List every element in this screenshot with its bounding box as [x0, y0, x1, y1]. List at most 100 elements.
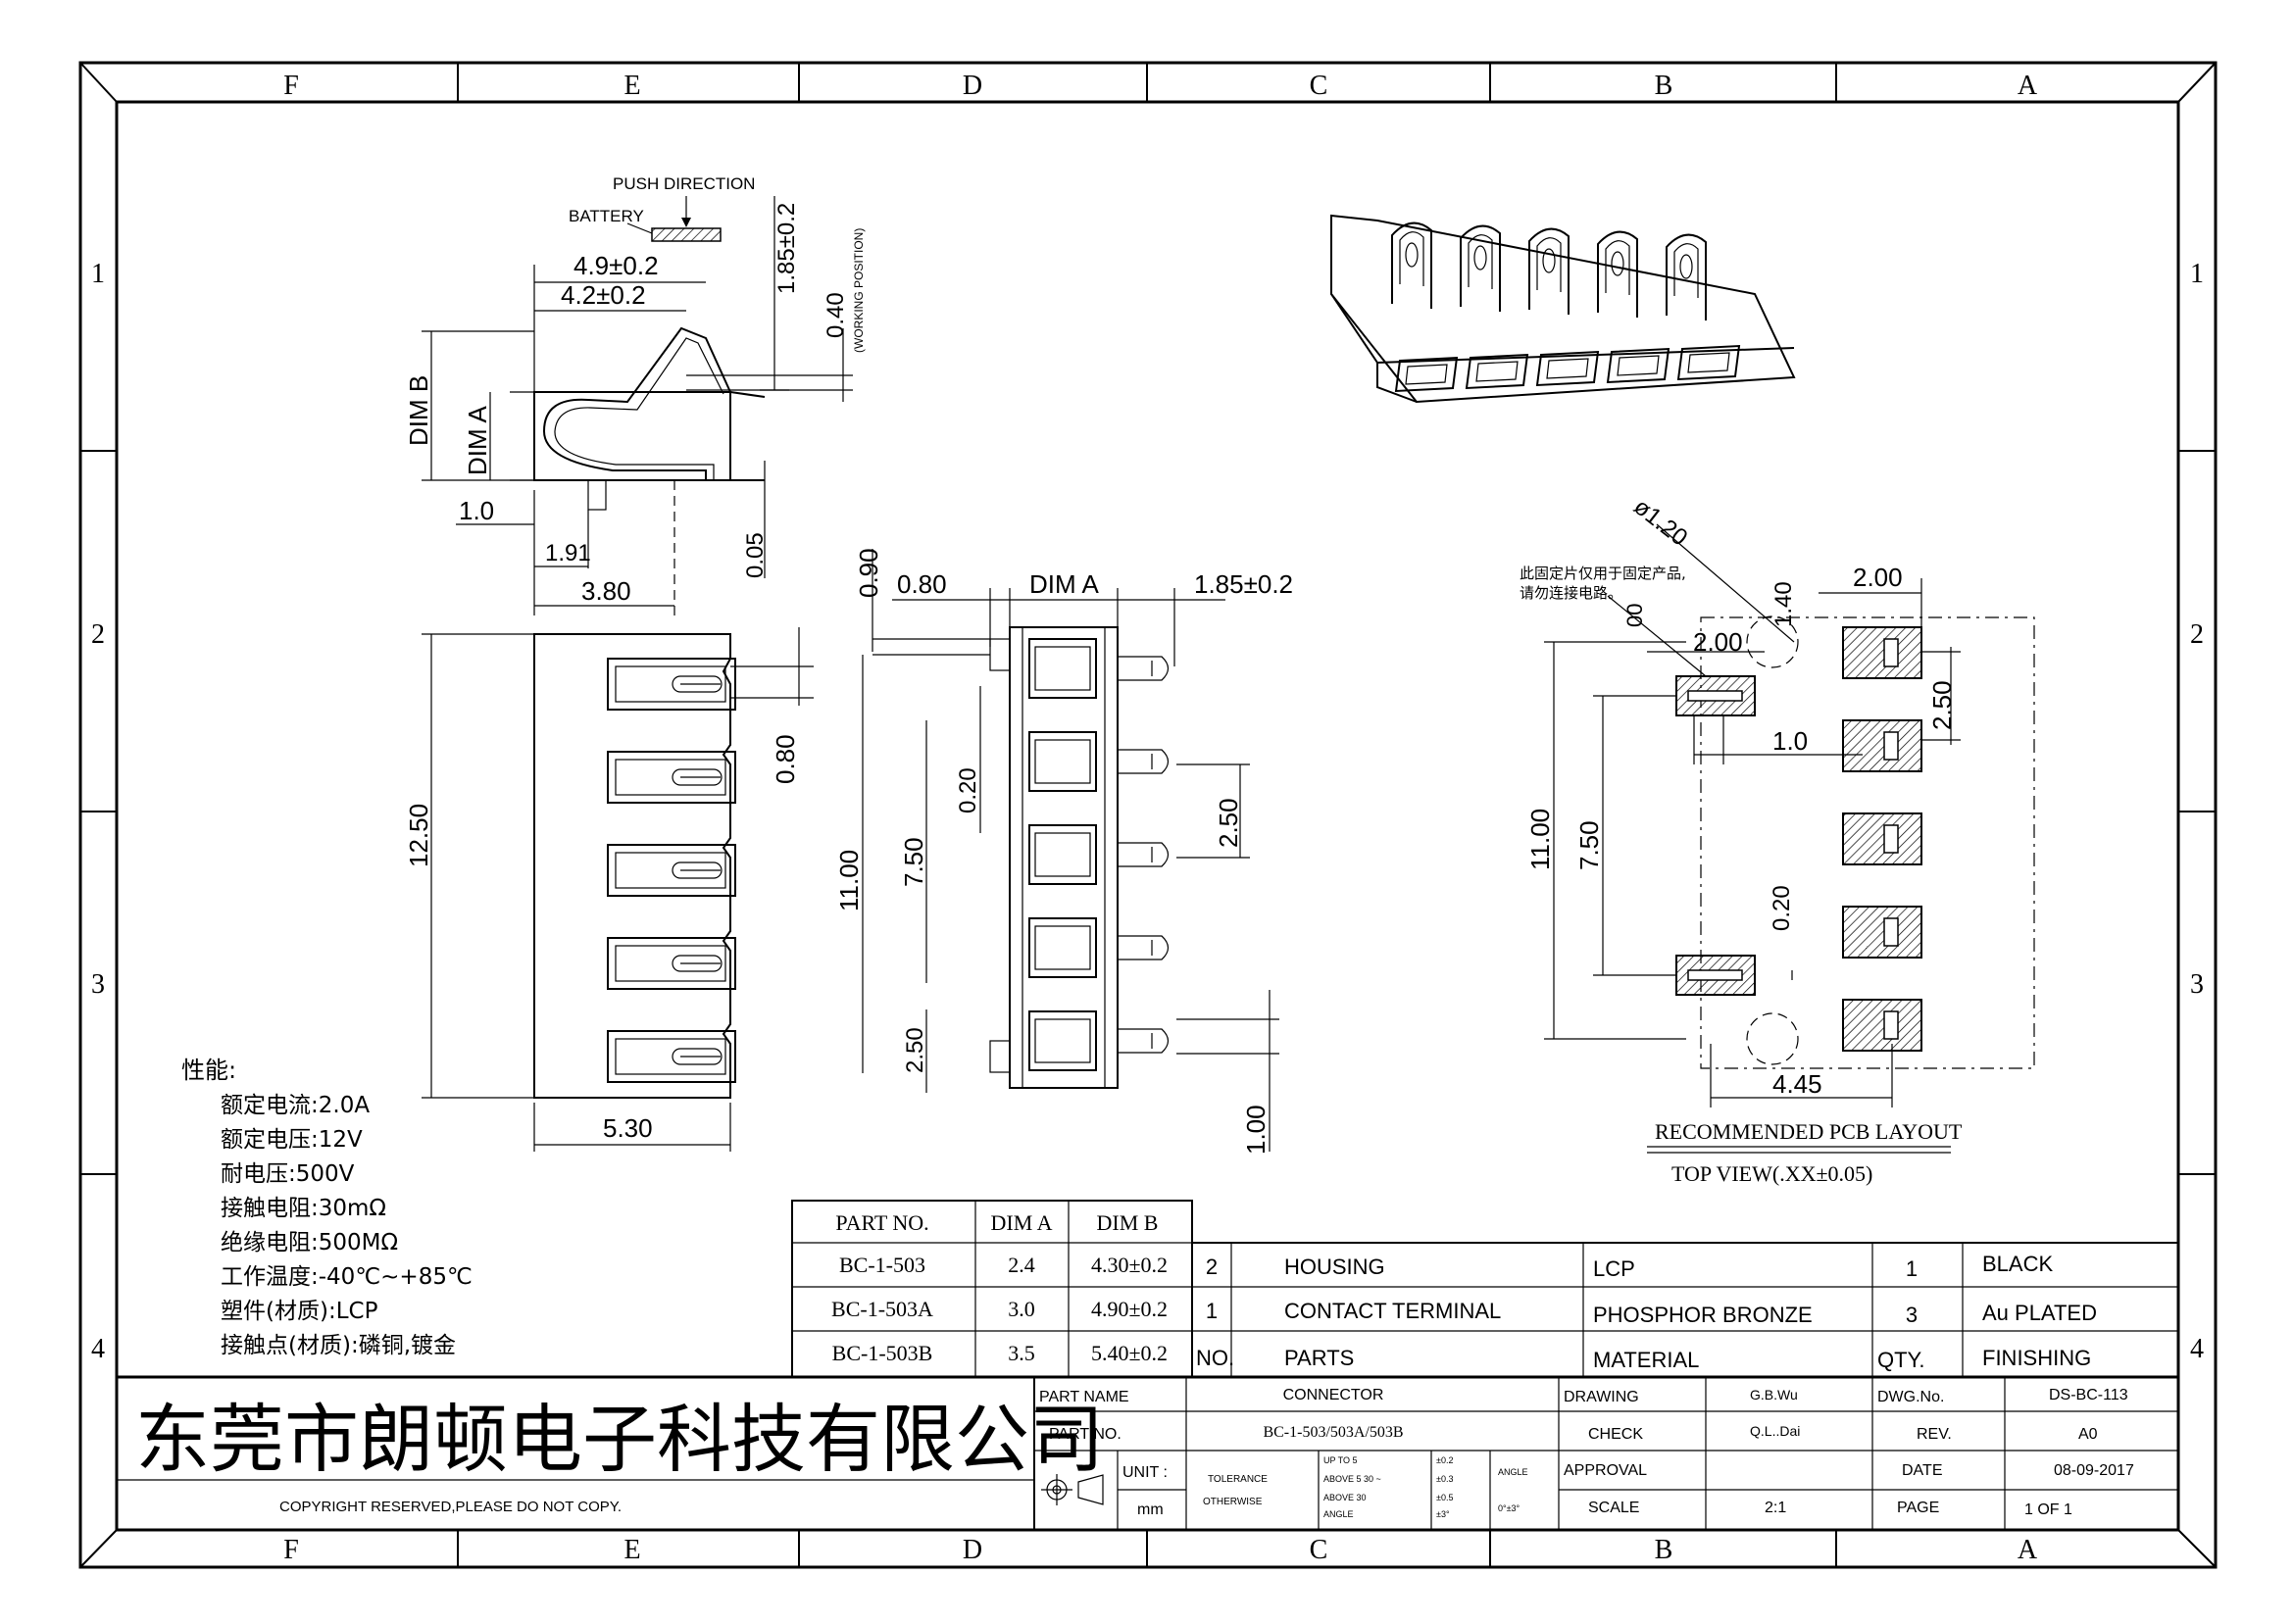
title-block: 东莞市朗顿电子科技有限公司 COPYRIGHT RESERVED,PLEASE … — [115, 1375, 2180, 1532]
zone-label-bottom-b: B — [1655, 1535, 1673, 1565]
dim-185-front: 1.85±0.2 — [1194, 569, 1293, 599]
pcb-pad — [1842, 626, 1922, 679]
bom-finish: Au PLATED — [1982, 1301, 2097, 1325]
front-contact-inner — [1034, 832, 1091, 877]
pcb-pad — [1842, 719, 1922, 772]
dim-200-top-pcb: 2.00 — [1853, 563, 1903, 592]
contact-inner — [615, 945, 726, 982]
dwg-no-label: DWG.No. — [1877, 1389, 1944, 1405]
part-table-cell: BC-1-503 — [839, 1253, 925, 1277]
pcb-pad-slot — [1883, 917, 1899, 947]
part-table-cell: 4.90±0.2 — [1091, 1297, 1168, 1321]
zone-labels-top: F E D C B A — [283, 71, 2038, 101]
iso-contact-slot — [1405, 242, 1419, 268]
dim-191-side: 1.91 — [545, 540, 591, 566]
dim-750-pcb: 7.50 — [1574, 820, 1604, 870]
spec-line: 额定电流:2.0A — [221, 1093, 370, 1118]
iso-contact — [1391, 221, 1432, 309]
scale-label: SCALE — [1588, 1500, 1639, 1516]
zone-label-left-4: 4 — [91, 1334, 105, 1364]
battery-block — [651, 227, 722, 242]
spec-line: 工作温度:-40℃~+85℃ — [221, 1264, 473, 1290]
company-name: 东莞市朗顿电子科技有限公司 — [135, 1396, 1104, 1483]
bom-header-no: NO. — [1196, 1346, 1234, 1370]
rev-value: A0 — [2078, 1426, 2098, 1443]
dim-1100-pcb: 11.00 — [1525, 809, 1555, 870]
zone-label-bottom-c: C — [1310, 1535, 1328, 1565]
contact-slot — [672, 768, 723, 786]
otherwise-label: OTHERWISE — [1203, 1497, 1263, 1507]
iso-contact — [1597, 230, 1638, 318]
dim-750-front: 7.50 — [899, 837, 928, 887]
bom-material: PHOSPHOR BRONZE — [1593, 1303, 1813, 1327]
front-contact-window — [1028, 731, 1097, 792]
iso-contact-inner — [1468, 234, 1493, 289]
top-view-housing — [533, 633, 731, 1099]
scale-value: 2:1 — [1765, 1500, 1786, 1516]
top-view: 12.50 0.80 5.30 — [404, 627, 814, 1152]
zone-label-top-e: E — [623, 71, 640, 101]
iso-contact-slot — [1542, 248, 1556, 273]
dim-00-pcb: 00 — [1622, 604, 1647, 627]
dim-080-top: 0.80 — [771, 734, 800, 784]
copyright-notice: COPYRIGHT RESERVED,PLEASE DO NOT COPY. — [279, 1499, 622, 1515]
push-direction-label: PUSH DIRECTION — [613, 174, 755, 193]
dim-185-side: 1.85±0.2 — [773, 203, 800, 294]
tol-above5-val: ±0.3 — [1436, 1474, 1453, 1484]
dim-100-front: 1.00 — [1241, 1105, 1271, 1155]
pcb-pad — [1842, 812, 1922, 865]
iso-contact-inner — [1536, 237, 1562, 292]
zone-label-bottom-f: F — [283, 1535, 299, 1565]
locating-hole-top — [1746, 615, 1799, 668]
bom-material: LCP — [1593, 1256, 1635, 1281]
dim-1250-top: 12.50 — [404, 804, 433, 867]
bom-no: 1 — [1206, 1299, 1218, 1323]
iso-contact — [1460, 224, 1501, 312]
zone-label-bottom-d: D — [963, 1535, 982, 1565]
tol-angle: ANGLE — [1323, 1509, 1354, 1519]
dim-380-side: 3.80 — [581, 576, 631, 606]
part-number-table: PART NO. DIM A DIM B BC-1-503 2.4 4.30±0… — [791, 1200, 1193, 1378]
isometric-view — [1330, 214, 1796, 404]
front-contact-tail — [1118, 1028, 1170, 1054]
zone-label-right-3: 3 — [2190, 969, 2204, 1000]
iso-window — [1606, 347, 1670, 384]
iso-window — [1394, 356, 1459, 393]
locating-hole-bottom — [1746, 1012, 1799, 1065]
iso-window-inner — [1546, 358, 1589, 379]
contact-inner — [615, 1038, 726, 1075]
bom-header-part: PARTS — [1284, 1346, 1354, 1370]
dwg-no-value: DS-BC-113 — [2049, 1387, 2128, 1403]
part-no-value: BC-1-503/503A/503B — [1263, 1424, 1403, 1441]
side-view-housing — [533, 391, 731, 481]
zone-label-left-3: 3 — [91, 969, 105, 1000]
dim-250-front-right: 2.50 — [1214, 798, 1243, 848]
contact-inner — [615, 759, 726, 796]
zone-label-top-d: D — [963, 71, 982, 101]
tol-upto: UP TO 5 — [1323, 1455, 1358, 1465]
dim-b-label: DIM B — [404, 375, 433, 446]
dim-10-pcb: 1.0 — [1772, 726, 1808, 756]
iso-housing-top — [1330, 214, 1796, 404]
part-table-cell: 3.5 — [1008, 1341, 1035, 1365]
spec-list: 性能: 额定电流:2.0A 额定电压:12V 耐电压:500V 接触电阻:30m… — [181, 1057, 473, 1358]
dim-42-side: 4.2±0.2 — [561, 280, 646, 310]
contact-outline — [607, 751, 736, 804]
pcb-pad-slot — [1883, 824, 1899, 854]
front-contact-tail — [1118, 935, 1170, 960]
dim-a-label: DIM A — [463, 406, 492, 475]
angle-label: ANGLE — [1498, 1467, 1528, 1477]
part-table-cell: 3.0 — [1008, 1297, 1035, 1321]
page-label: PAGE — [1897, 1500, 1939, 1516]
projection-symbol-icon — [1041, 1474, 1104, 1505]
front-contact-tail — [1118, 749, 1170, 774]
iso-contact-inner — [1673, 243, 1699, 298]
pcb-pad — [1842, 906, 1922, 959]
contact-outline — [607, 1030, 736, 1083]
iso-window-inner — [1687, 352, 1730, 373]
part-table-cell: BC-1-503A — [831, 1297, 933, 1321]
dim-200-pcb: 2.00 — [1693, 627, 1743, 657]
iso-contact-slot — [1679, 254, 1693, 279]
bom-part: CONTACT TERMINAL — [1284, 1299, 1501, 1323]
